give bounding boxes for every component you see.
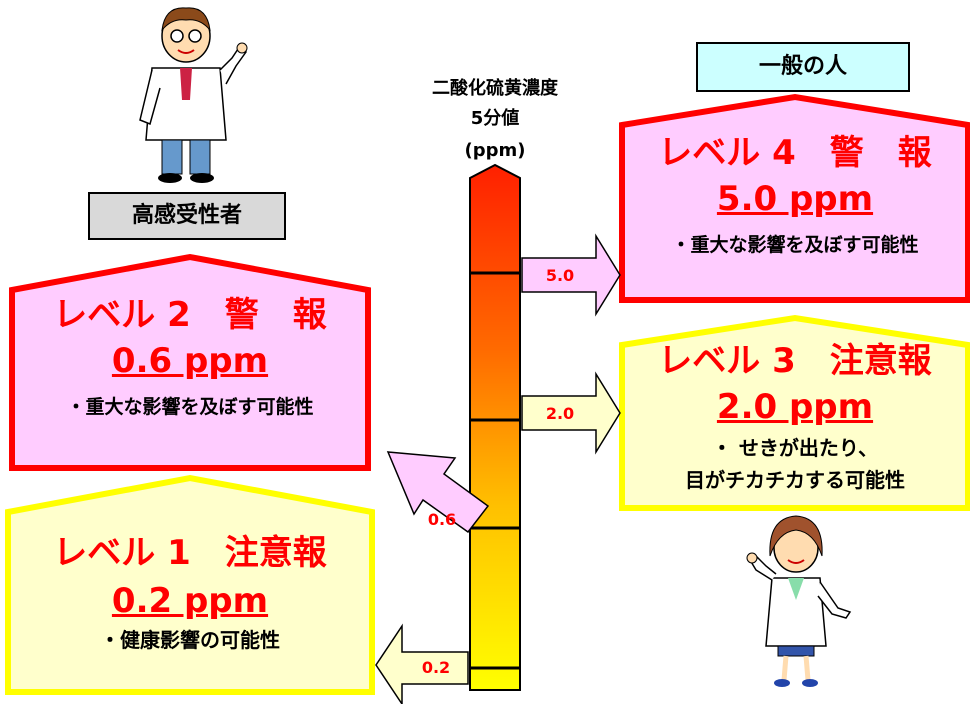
arrow-label-0.2: 0.2 — [421, 658, 451, 677]
level3-ppm: 2.0 ppm — [716, 387, 874, 427]
level2-ppm: 0.6 ppm — [111, 341, 269, 381]
scale-title-line1: 二酸化硫黄濃度 — [432, 78, 558, 99]
scale-title-line3: (ppm) — [464, 140, 526, 161]
level2-title: レベル 2 警 報 — [53, 295, 327, 335]
level4-desc: ・重大な影響を及ぼす可能性 — [671, 234, 919, 256]
sensitive-group-tag: 高感受性者 — [88, 192, 286, 240]
arrow-0.6 — [386, 451, 490, 534]
level3-desc-line2: 目がチカチカする可能性 — [685, 468, 905, 492]
general-group-tag: 一般の人 — [696, 42, 910, 92]
level3-box — [619, 314, 970, 511]
level3-title: レベル 3 注意報 — [658, 341, 932, 381]
arrow-label-0.6: 0.6 — [427, 510, 457, 529]
sensitive-group-label: 高感受性者 — [131, 203, 242, 228]
level1-title: レベル 1 注意報 — [53, 533, 327, 573]
arrow-2.0 — [521, 371, 621, 455]
general-group-label: 一般の人 — [758, 54, 847, 79]
level3-desc-line1: ・ せきが出たり、 — [711, 436, 879, 460]
male-doctor-icon — [139, 7, 248, 183]
scale-title-line2: 5分値 — [470, 108, 520, 129]
level1-ppm: 0.2 ppm — [111, 581, 269, 621]
arrow-0.2 — [375, 623, 469, 704]
level4-box — [619, 93, 970, 303]
level2-desc: ・重大な影響を及ぼす可能性 — [66, 396, 314, 418]
level2-box — [9, 253, 371, 471]
concentration-scale-bar — [469, 163, 521, 691]
level4-title: レベル 4 警 報 — [658, 133, 932, 173]
arrow-label-5.0: 5.0 — [545, 266, 575, 285]
level1-desc: ・健康影響の可能性 — [100, 628, 280, 652]
level1-box — [5, 474, 375, 695]
female-doctor-icon — [746, 515, 852, 687]
level4-ppm: 5.0 ppm — [716, 179, 874, 219]
arrow-label-2.0: 2.0 — [545, 404, 575, 423]
arrow-5.0 — [521, 233, 621, 317]
